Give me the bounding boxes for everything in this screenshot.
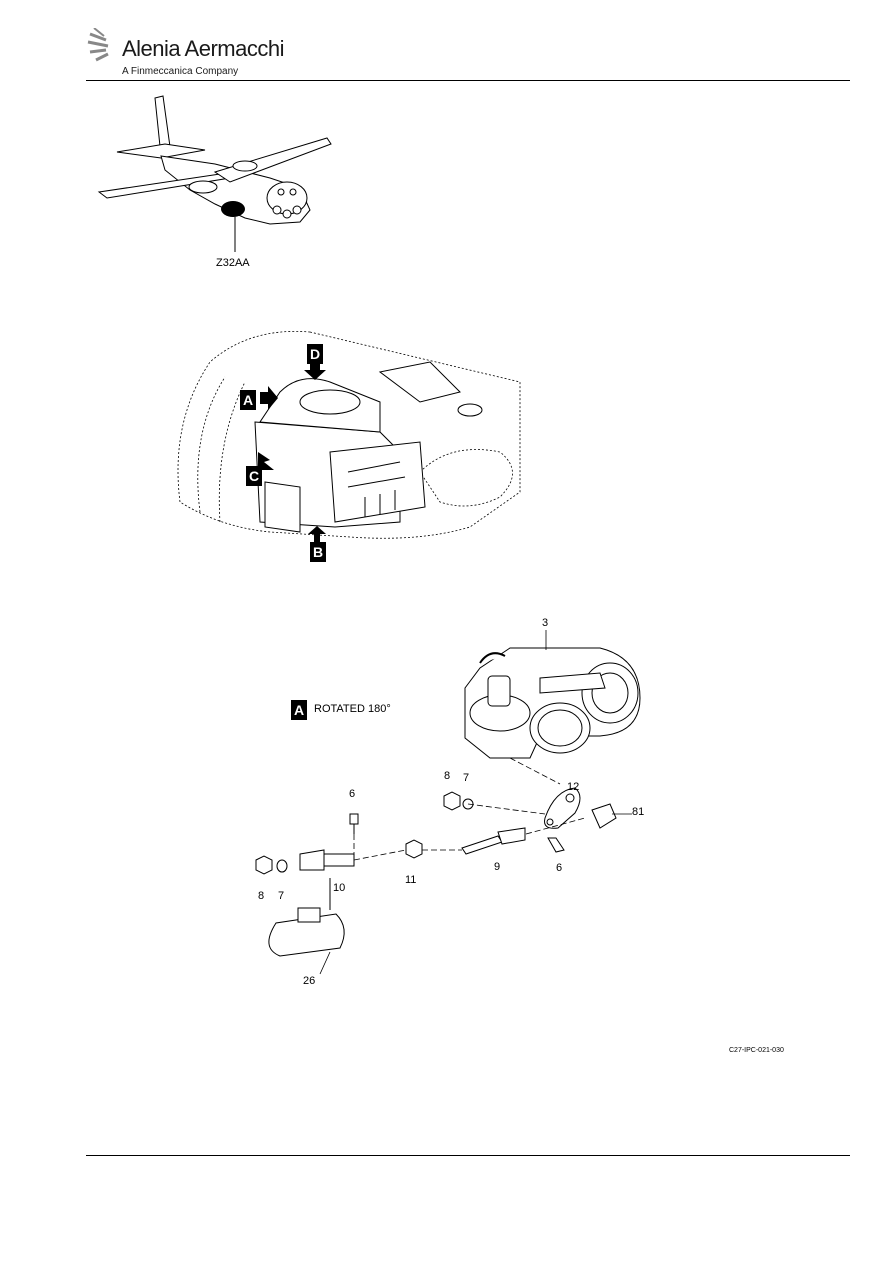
callout-7-lower: 7 (278, 890, 285, 902)
callout-8-lower: 8 (258, 890, 265, 902)
callout-9: 9 (494, 861, 501, 873)
callout-12: 12 (567, 781, 580, 793)
callout-6-lower: 6 (556, 862, 563, 874)
zone-label: Z32AA (216, 257, 250, 269)
callout-8-upper: 8 (444, 770, 451, 782)
view-c-marker: C (246, 466, 262, 486)
view-b-marker: B (310, 542, 326, 562)
company-name: Alenia Aermacchi (122, 36, 284, 61)
footer-divider (86, 1155, 850, 1156)
callout-3: 3 (542, 617, 549, 629)
view-d-marker: D (307, 344, 323, 364)
callout-7-upper: 7 (463, 772, 470, 784)
callout-6-upper: 6 (349, 788, 356, 800)
header-divider (86, 80, 850, 81)
callout-10: 10 (333, 882, 346, 894)
callout-11: 11 (405, 874, 417, 886)
zone-highlight (221, 201, 245, 217)
figure-reference: C27-IPC-021-030 (729, 1047, 784, 1054)
company-subtitle: A Finmeccanica Company (122, 66, 239, 77)
logo-mark-icon (87, 28, 109, 62)
detail-a-marker: A (291, 700, 307, 720)
view-a-marker: A (240, 390, 256, 410)
aircraft-locator-illustration (97, 95, 332, 252)
callout-26: 26 (303, 975, 316, 987)
detail-caption: ROTATED 180° (314, 703, 391, 715)
company-logo: Alenia Aermacchi A Finmeccanica Company (86, 24, 286, 80)
nose-section-illustration (177, 331, 521, 542)
exploded-parts-illustration (255, 630, 641, 975)
callout-81: 81 (632, 806, 645, 818)
